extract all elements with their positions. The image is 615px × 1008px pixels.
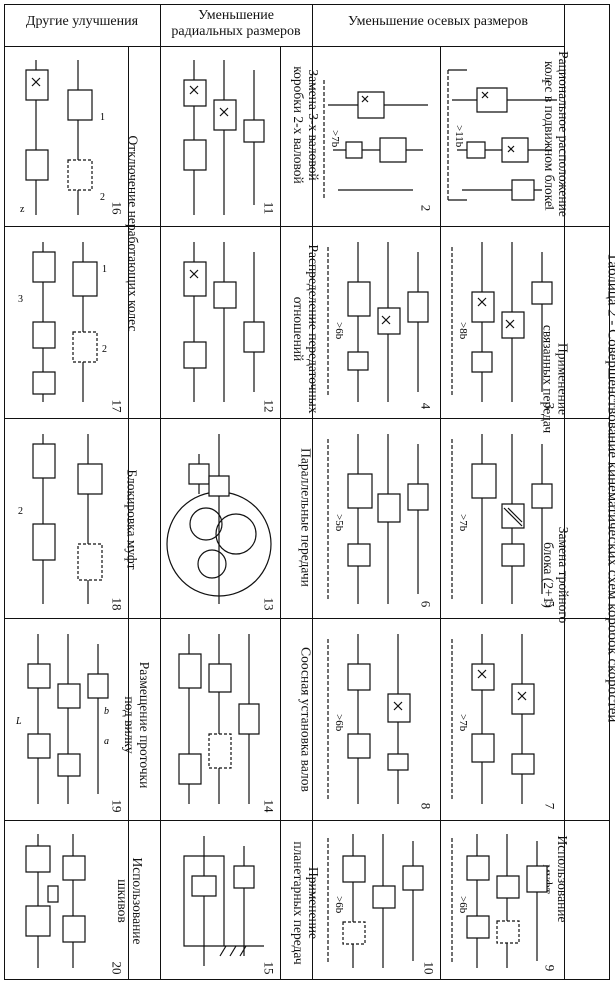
dim-label-7: >7b — [457, 714, 469, 732]
diagram-5: >7b — [442, 424, 562, 614]
part-label-16-z: z — [20, 204, 25, 215]
dim-label-2: >7b — [329, 130, 341, 148]
diagram-9: >6b — [442, 826, 562, 976]
radial-label-15: Применение планетарных передач — [291, 833, 321, 973]
diagram-18: 2 — [8, 424, 126, 614]
diagram-15 — [164, 826, 278, 976]
part-label-17-1: 1 — [102, 264, 107, 275]
part-label-19-b: b — [104, 706, 109, 717]
row-divider-4 — [4, 820, 610, 821]
part-label-17-3: 3 — [18, 294, 23, 305]
part-label-1a: 1 — [539, 78, 551, 84]
part-label-16-2: 2 — [100, 192, 105, 203]
diagram-4: >6b — [318, 232, 438, 412]
diagram-19: b a L — [8, 624, 126, 814]
part-label-19-L: L — [15, 716, 22, 727]
header-axial: Уменьшение осевых размеров — [314, 14, 562, 30]
diagram-3: >8b — [442, 232, 562, 412]
radial-label-12: Распределение передаточных отношений — [291, 229, 321, 429]
diagram-17: 1 2 3 — [8, 232, 126, 412]
diagram-16: 1 2 z — [8, 50, 126, 222]
other-label-18: Блокировка муфт — [125, 450, 140, 590]
other-label-19: Размещение проточки под вилку — [122, 650, 152, 800]
diagram-2: >7b — [318, 50, 438, 220]
header-radial: Уменьшение радиальных размеров — [162, 8, 310, 40]
col-divider-1 — [160, 4, 161, 980]
radial-label-13: Параллельные передачи — [299, 448, 314, 588]
dim-label-9: >6b — [457, 896, 469, 914]
dim-label-10: >6b — [333, 896, 345, 914]
axial-subcol-divider — [440, 46, 441, 980]
part-label-16-1: 1 — [100, 112, 105, 123]
row-divider-3 — [4, 618, 610, 619]
diagram-20 — [8, 826, 126, 976]
part-label-18-2: 2 — [18, 506, 23, 517]
diagram-12 — [164, 232, 278, 412]
diagram-14 — [164, 624, 278, 814]
table-title: Таблица 2 - Совершенствование кинематиче… — [605, 0, 615, 1008]
diagram-7: >7b — [442, 624, 562, 814]
dim-label-5: >7b — [457, 514, 469, 532]
diagram-11 — [164, 50, 278, 222]
diagram-10: >6b — [318, 826, 438, 976]
dim-label-8: >6b — [333, 714, 345, 732]
radial-label-14: Соосная установка валов — [299, 640, 314, 800]
diagram-6: >5b — [318, 424, 438, 614]
part-label-19-a: a — [104, 736, 109, 747]
header-other: Другие улучшения — [6, 14, 158, 30]
radial-label-strip — [280, 46, 281, 980]
dim-label-6: >5b — [333, 514, 345, 532]
diagram-8: >6b — [318, 624, 438, 814]
dim-label-1: >11b — [453, 125, 465, 148]
diagram-13 — [164, 424, 278, 614]
part-label-17-2: 2 — [102, 344, 107, 355]
dim-label-4: >6b — [333, 322, 345, 340]
other-label-16-17: Отключение неработающих колес — [126, 89, 141, 379]
diagram-1: >11b 1 — [442, 50, 562, 220]
dim-label-3: >8b — [457, 322, 469, 340]
radial-label-11: Замена 3-х валовой коробки 2-х валовой — [291, 45, 321, 205]
row-divider-1 — [4, 226, 610, 227]
header-divider — [4, 46, 564, 47]
